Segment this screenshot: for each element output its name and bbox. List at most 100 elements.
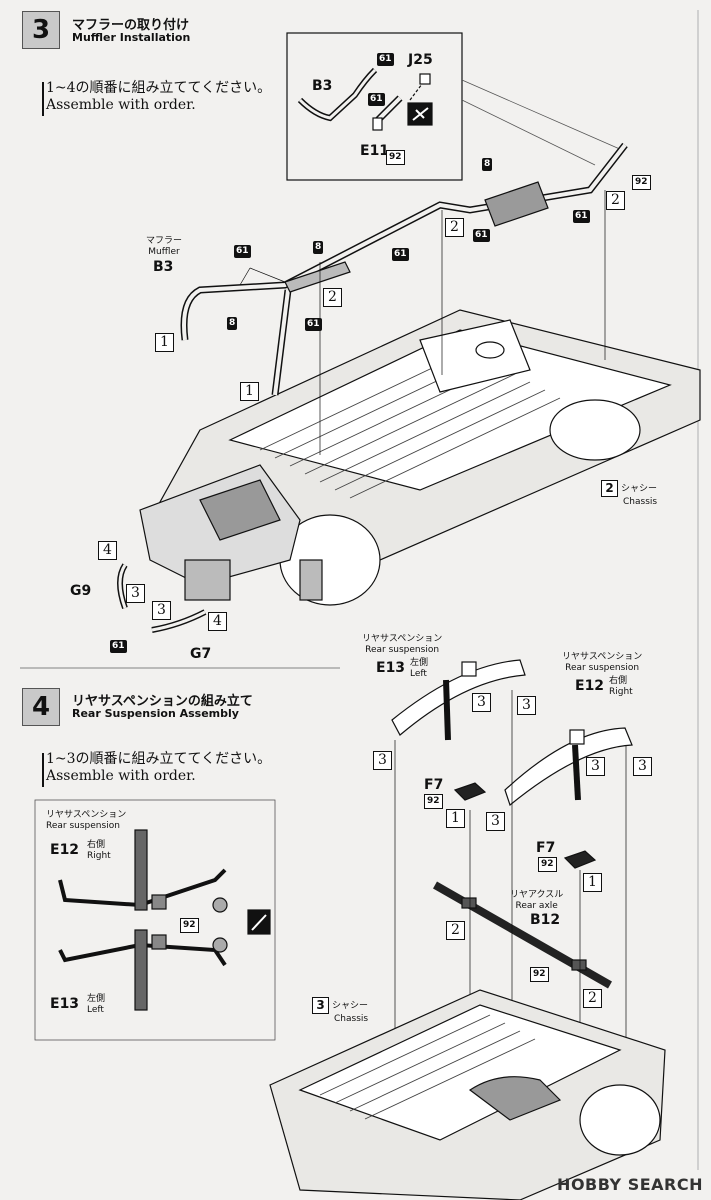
- order-3-d: 3: [472, 693, 491, 712]
- tag-8-c: 8: [482, 158, 493, 171]
- tag-61-b: 61: [305, 318, 322, 331]
- order-3-a: 3: [126, 584, 145, 603]
- step-3-note-en: Assemble with order.: [46, 97, 196, 113]
- muffler-jp: マフラー: [146, 236, 183, 246]
- chassis-num-4: 3: [312, 997, 329, 1014]
- part-e12-box: E12: [50, 842, 80, 858]
- step-4-title-jp: リヤサスペンションの組み立て: [72, 694, 253, 709]
- left-jp: 左側: [410, 658, 429, 668]
- part-b12: B12: [530, 912, 561, 928]
- step-3-number: 3: [22, 11, 60, 49]
- order-3-g: 3: [633, 757, 652, 776]
- rear-axle-label: リヤアクスル Rear axle: [510, 890, 563, 912]
- tag-92-axle: 92: [530, 967, 549, 982]
- rear-susp-label-right: リヤサスペンション Rear suspension: [562, 652, 642, 674]
- order-4-b: 4: [208, 612, 227, 631]
- order-1-a: 1: [155, 333, 174, 352]
- rear-susp-en-left: Rear suspension: [365, 645, 440, 655]
- part-b3: B3: [153, 259, 174, 275]
- tag-61-f: 61: [110, 640, 127, 653]
- part-g7: G7: [190, 646, 212, 662]
- right-label: 右側 Right: [609, 676, 633, 698]
- chassis-en-3: Chassis: [623, 497, 658, 507]
- left-en: Left: [410, 669, 427, 679]
- chassis-num-3: 2: [601, 480, 618, 497]
- order-3-f: 3: [586, 757, 605, 776]
- part-e13: E13: [376, 660, 406, 676]
- right-jp: 右側: [609, 676, 628, 686]
- part-b3-callout: B3: [312, 78, 333, 94]
- chassis-jp-3: シャシー: [621, 484, 658, 494]
- order-2-a: 2: [323, 288, 342, 307]
- order-1-d: 1: [583, 873, 602, 892]
- note-bar-4: [42, 753, 44, 787]
- tag-92-box: 92: [180, 918, 199, 933]
- rear-axle-jp: リヤアクスル: [510, 890, 564, 900]
- tag-61-e: 61: [573, 210, 590, 223]
- order-3-h: 3: [486, 812, 505, 831]
- left-jp-box: 左側: [87, 994, 106, 1004]
- order-2-d: 2: [446, 921, 465, 940]
- rear-susp-en-right: Rear suspension: [565, 663, 640, 673]
- chassis-en-4: Chassis: [334, 1014, 369, 1024]
- order-2-e: 2: [583, 989, 602, 1008]
- part-f7-b: F7: [536, 840, 556, 856]
- part-e13-box: E13: [50, 996, 80, 1012]
- step-4-note-en: Assemble with order.: [46, 768, 196, 784]
- order-2-c: 2: [606, 191, 625, 210]
- part-e11: E11: [360, 143, 390, 159]
- part-j25: J25: [408, 52, 433, 68]
- order-4-a: 4: [98, 541, 117, 560]
- step-3-title-jp: マフラーの取り付け: [72, 18, 190, 33]
- chassis-jp-4: シャシー: [332, 1001, 369, 1011]
- tag-92-callout: 92: [386, 150, 405, 165]
- part-f7-a: F7: [424, 777, 444, 793]
- part-e12: E12: [575, 678, 605, 694]
- tag-61-d: 61: [473, 229, 490, 242]
- watermark: HOBBY SEARCH: [557, 1175, 703, 1194]
- left-label-box: 左側 Left: [87, 994, 105, 1016]
- tag-61-callout-b: 61: [368, 93, 385, 106]
- muffler-label: マフラー Muffler: [146, 236, 182, 258]
- rear-susp-jp-right: リヤサスペンション: [562, 652, 643, 662]
- step-4-note-jp: 1~3の順番に組み立ててください。: [46, 751, 272, 767]
- rear-axle-en: Rear axle: [515, 901, 558, 911]
- right-en: Right: [609, 687, 633, 697]
- order-2-b: 2: [445, 218, 464, 237]
- tag-61-callout: 61: [377, 53, 394, 66]
- tag-92-f7a: 92: [424, 794, 443, 809]
- left-en-box: Left: [87, 1005, 104, 1015]
- rear-susp-label-box: リヤサスペンション Rear suspension: [46, 810, 126, 832]
- order-3-b: 3: [152, 601, 171, 620]
- rear-susp-jp-left: リヤサスペンション: [362, 634, 443, 644]
- note-bar: [42, 82, 44, 116]
- right-en-box: Right: [87, 851, 111, 861]
- tag-8-b: 8: [313, 241, 324, 254]
- right-jp-box: 右側: [87, 840, 106, 850]
- order-1-c: 1: [446, 809, 465, 828]
- rear-susp-en-box: Rear suspension: [46, 821, 120, 831]
- step-3-note-jp: 1~4の順番に組み立ててください。: [46, 80, 272, 96]
- order-1-b: 1: [240, 382, 259, 401]
- tag-61-a: 61: [234, 245, 251, 258]
- step-4-number: 4: [22, 688, 60, 726]
- tag-92-f7b: 92: [538, 857, 557, 872]
- tag-8-a: 8: [227, 317, 238, 330]
- step-3-title-en: Muffler Installation: [72, 31, 191, 44]
- step-3-note: 1~4の順番に組み立ててください。 Assemble with order.: [42, 80, 272, 116]
- tag-61-c: 61: [392, 248, 409, 261]
- step-4-note: 1~3の順番に組み立ててください。 Assemble with order.: [42, 751, 272, 787]
- tag-92-a: 92: [632, 175, 651, 190]
- step-4-title-en: Rear Suspension Assembly: [72, 707, 239, 720]
- order-3-c: 3: [373, 751, 392, 770]
- left-label: 左側 Left: [410, 658, 428, 680]
- right-label-box: 右側 Right: [87, 840, 111, 862]
- order-3-e: 3: [517, 696, 536, 715]
- muffler-en: Muffler: [148, 247, 180, 257]
- rear-susp-label-left: リヤサスペンション Rear suspension: [362, 634, 442, 656]
- part-g9: G9: [70, 583, 92, 599]
